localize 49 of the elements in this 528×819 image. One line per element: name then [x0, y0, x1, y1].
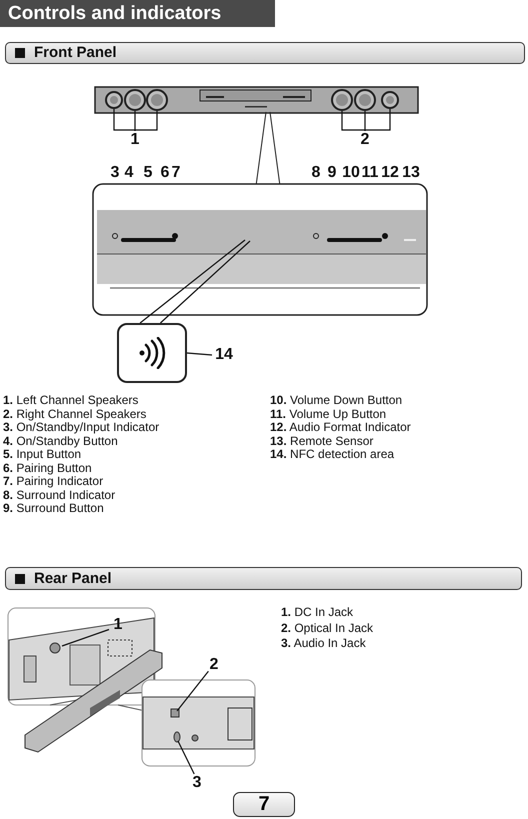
callout-number: 11	[362, 164, 378, 182]
list-item: 7. Pairing Indicator	[3, 475, 104, 488]
list-item: 5. Input Button	[3, 448, 82, 461]
section-heading: Front Panel	[34, 44, 117, 62]
leader-line	[134, 111, 158, 132]
list-item: 3. Audio In Jack	[281, 637, 366, 650]
page-number: 7	[233, 792, 295, 817]
list-item: 14. NFC detection area	[270, 448, 394, 461]
leader-line	[113, 109, 136, 132]
list-item: 12. Audio Format Indicator	[270, 421, 411, 434]
leader-line	[176, 670, 209, 712]
leader-line	[134, 111, 136, 131]
callout-number: 8	[312, 164, 320, 182]
callout-number: 7	[172, 164, 180, 182]
callout-number: 2	[207, 656, 221, 674]
callout-number: 4	[124, 164, 134, 182]
callout-number: 5	[144, 164, 152, 182]
callout-number: 6	[160, 164, 170, 182]
callout-number: 10	[342, 164, 360, 182]
list-item: 3. On/Standby/Input Indicator	[3, 421, 160, 434]
page-title: Controls and indicators	[0, 0, 275, 27]
section-heading: Rear Panel	[34, 570, 112, 588]
leader-line	[341, 111, 366, 132]
callout-number: 12	[381, 164, 399, 182]
callout-number: 1	[127, 131, 143, 149]
leader-line	[364, 109, 391, 132]
callout-number: 9	[328, 164, 336, 182]
callout-number: 13	[402, 164, 420, 182]
list-item: 1. Left Channel Speakers	[3, 394, 138, 407]
leader-line	[186, 352, 212, 356]
callout-number: 3	[190, 774, 204, 792]
list-item: 10. Volume Down Button	[270, 394, 402, 407]
list-item: 6. Pairing Button	[3, 462, 92, 474]
list-item: 13. Remote Sensor	[270, 434, 374, 448]
leader-line	[177, 740, 195, 774]
callout-box	[117, 323, 187, 383]
list-item: 1. DC In Jack	[281, 606, 354, 619]
leader-line	[364, 111, 366, 131]
leader-line	[140, 240, 246, 324]
list-item: 9. Surround Button	[3, 502, 104, 515]
leader-line	[160, 240, 250, 324]
list-item: 8. Surround Indicator	[3, 488, 116, 502]
list-item: 2. Right Channel Speakers	[3, 408, 146, 420]
callout-number: 14	[212, 346, 236, 364]
callout-number: 2	[357, 131, 373, 149]
list-item: 2. Optical In Jack	[281, 622, 374, 634]
list-item: 11. Volume Up Button	[270, 408, 386, 420]
callout-number: 3	[110, 164, 120, 182]
list-item: 4. On/Standby Button	[3, 434, 118, 448]
